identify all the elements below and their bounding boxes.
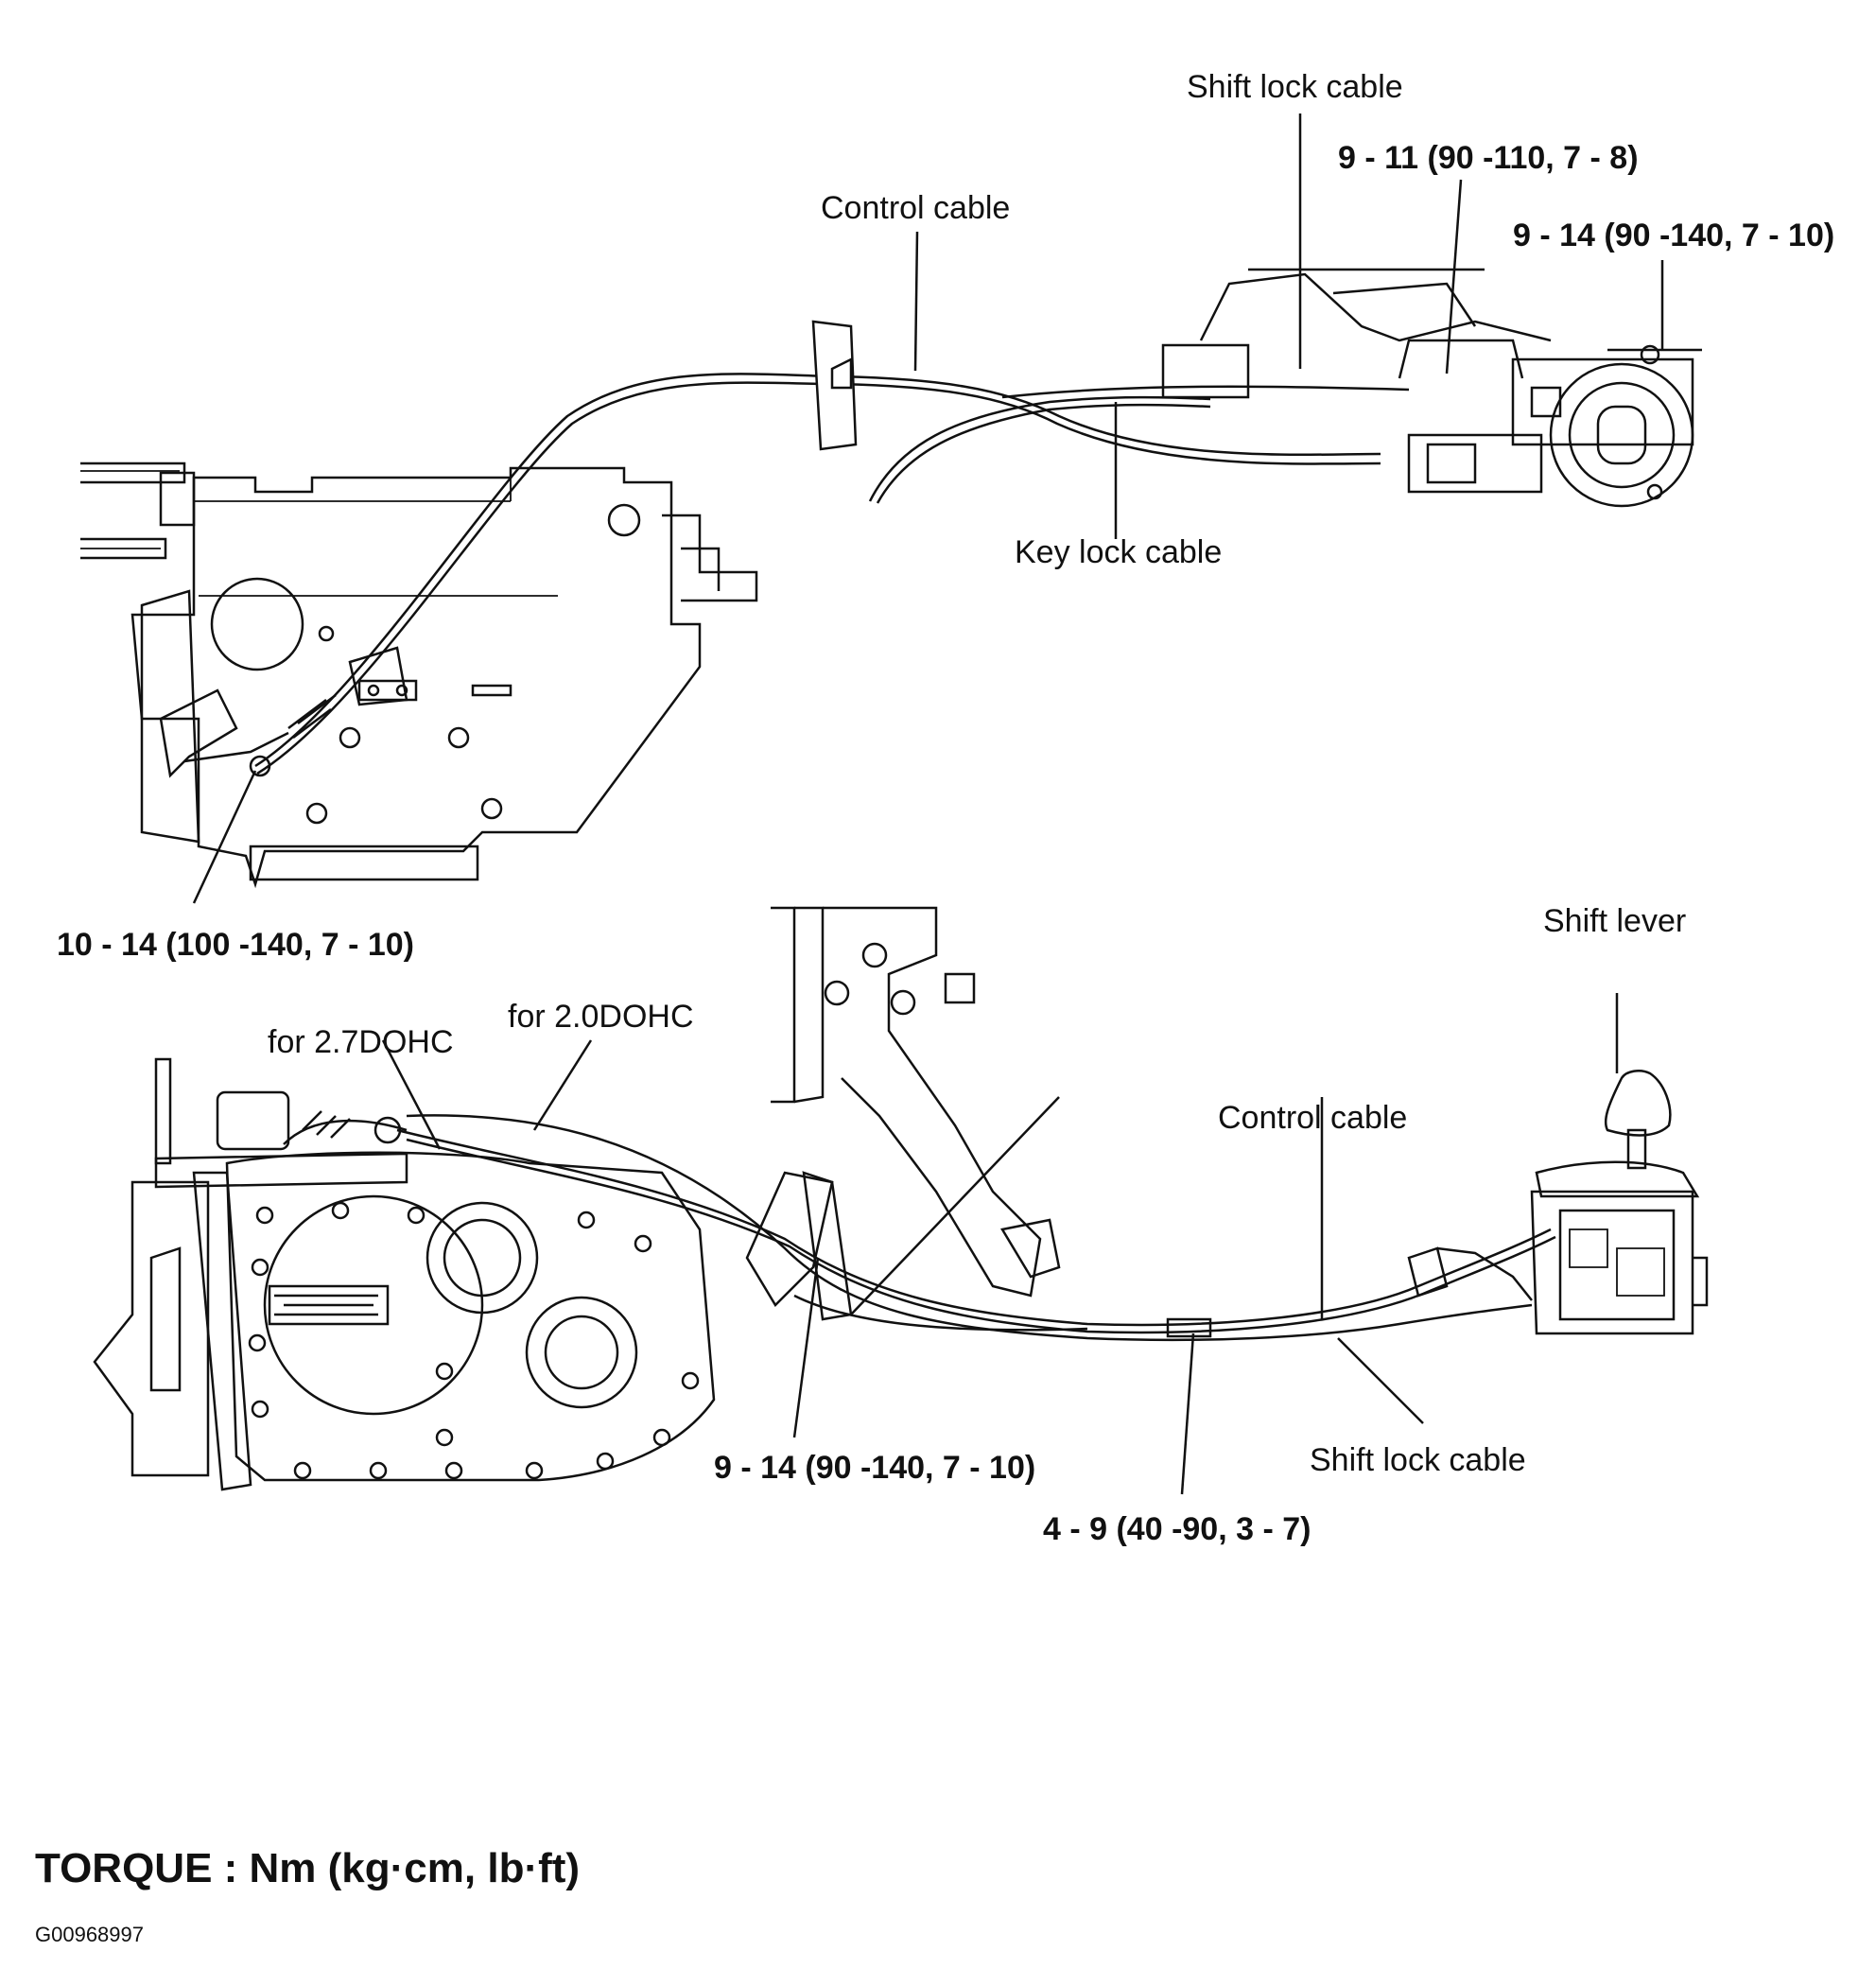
- steering-column-assembly: [1161, 268, 1702, 508]
- top-view: [80, 268, 1702, 889]
- label-key-lock-cable: Key lock cable: [1015, 534, 1222, 570]
- brake-pedal-assembly: [745, 906, 1061, 1321]
- torque-units-caption: TORQUE : Nm (kg·cm, lb·ft): [35, 1845, 580, 1891]
- footer: TORQUE : Nm (kg·cm, lb·ft) G00968997: [35, 1845, 580, 1946]
- bottom-view: [93, 906, 1709, 1491]
- leader-lines: [192, 113, 1664, 1495]
- label-shift-lock-cable-bottom: Shift lock cable: [1310, 1442, 1526, 1478]
- case-bolts: [248, 1201, 700, 1480]
- transaxle-top: [130, 466, 758, 889]
- torque-9-14-bottom: 9 - 14 (90 -140, 7 - 10): [714, 1450, 1035, 1486]
- torque-10-14: 10 - 14 (100 -140, 7 - 10): [57, 927, 414, 963]
- transaxle-bottom: [93, 1057, 716, 1491]
- callouts: Shift lock cable 9 - 11 (90 -110, 7 - 8)…: [57, 69, 1834, 1547]
- shift-lever-assembly: [1407, 1070, 1709, 1335]
- torque-4-9: 4 - 9 (40 -90, 3 - 7): [1043, 1511, 1311, 1547]
- label-shift-lock-cable-top: Shift lock cable: [1187, 69, 1403, 105]
- control-cable-top: [254, 320, 1410, 775]
- cables-bottom: [396, 1114, 1556, 1342]
- label-control-cable-bottom: Control cable: [1218, 1100, 1407, 1136]
- label-for-2-7dohc: for 2.7DOHC: [268, 1024, 454, 1060]
- label-shift-lever: Shift lever: [1543, 903, 1686, 939]
- label-for-2-0dohc: for 2.0DOHC: [508, 999, 694, 1035]
- figure-id: G00968997: [35, 1923, 144, 1946]
- torque-9-11: 9 - 11 (90 -110, 7 - 8): [1338, 140, 1639, 176]
- torque-9-14-top: 9 - 14 (90 -140, 7 - 10): [1513, 218, 1834, 253]
- frame-rails: [80, 462, 196, 560]
- label-control-cable-top: Control cable: [821, 190, 1010, 226]
